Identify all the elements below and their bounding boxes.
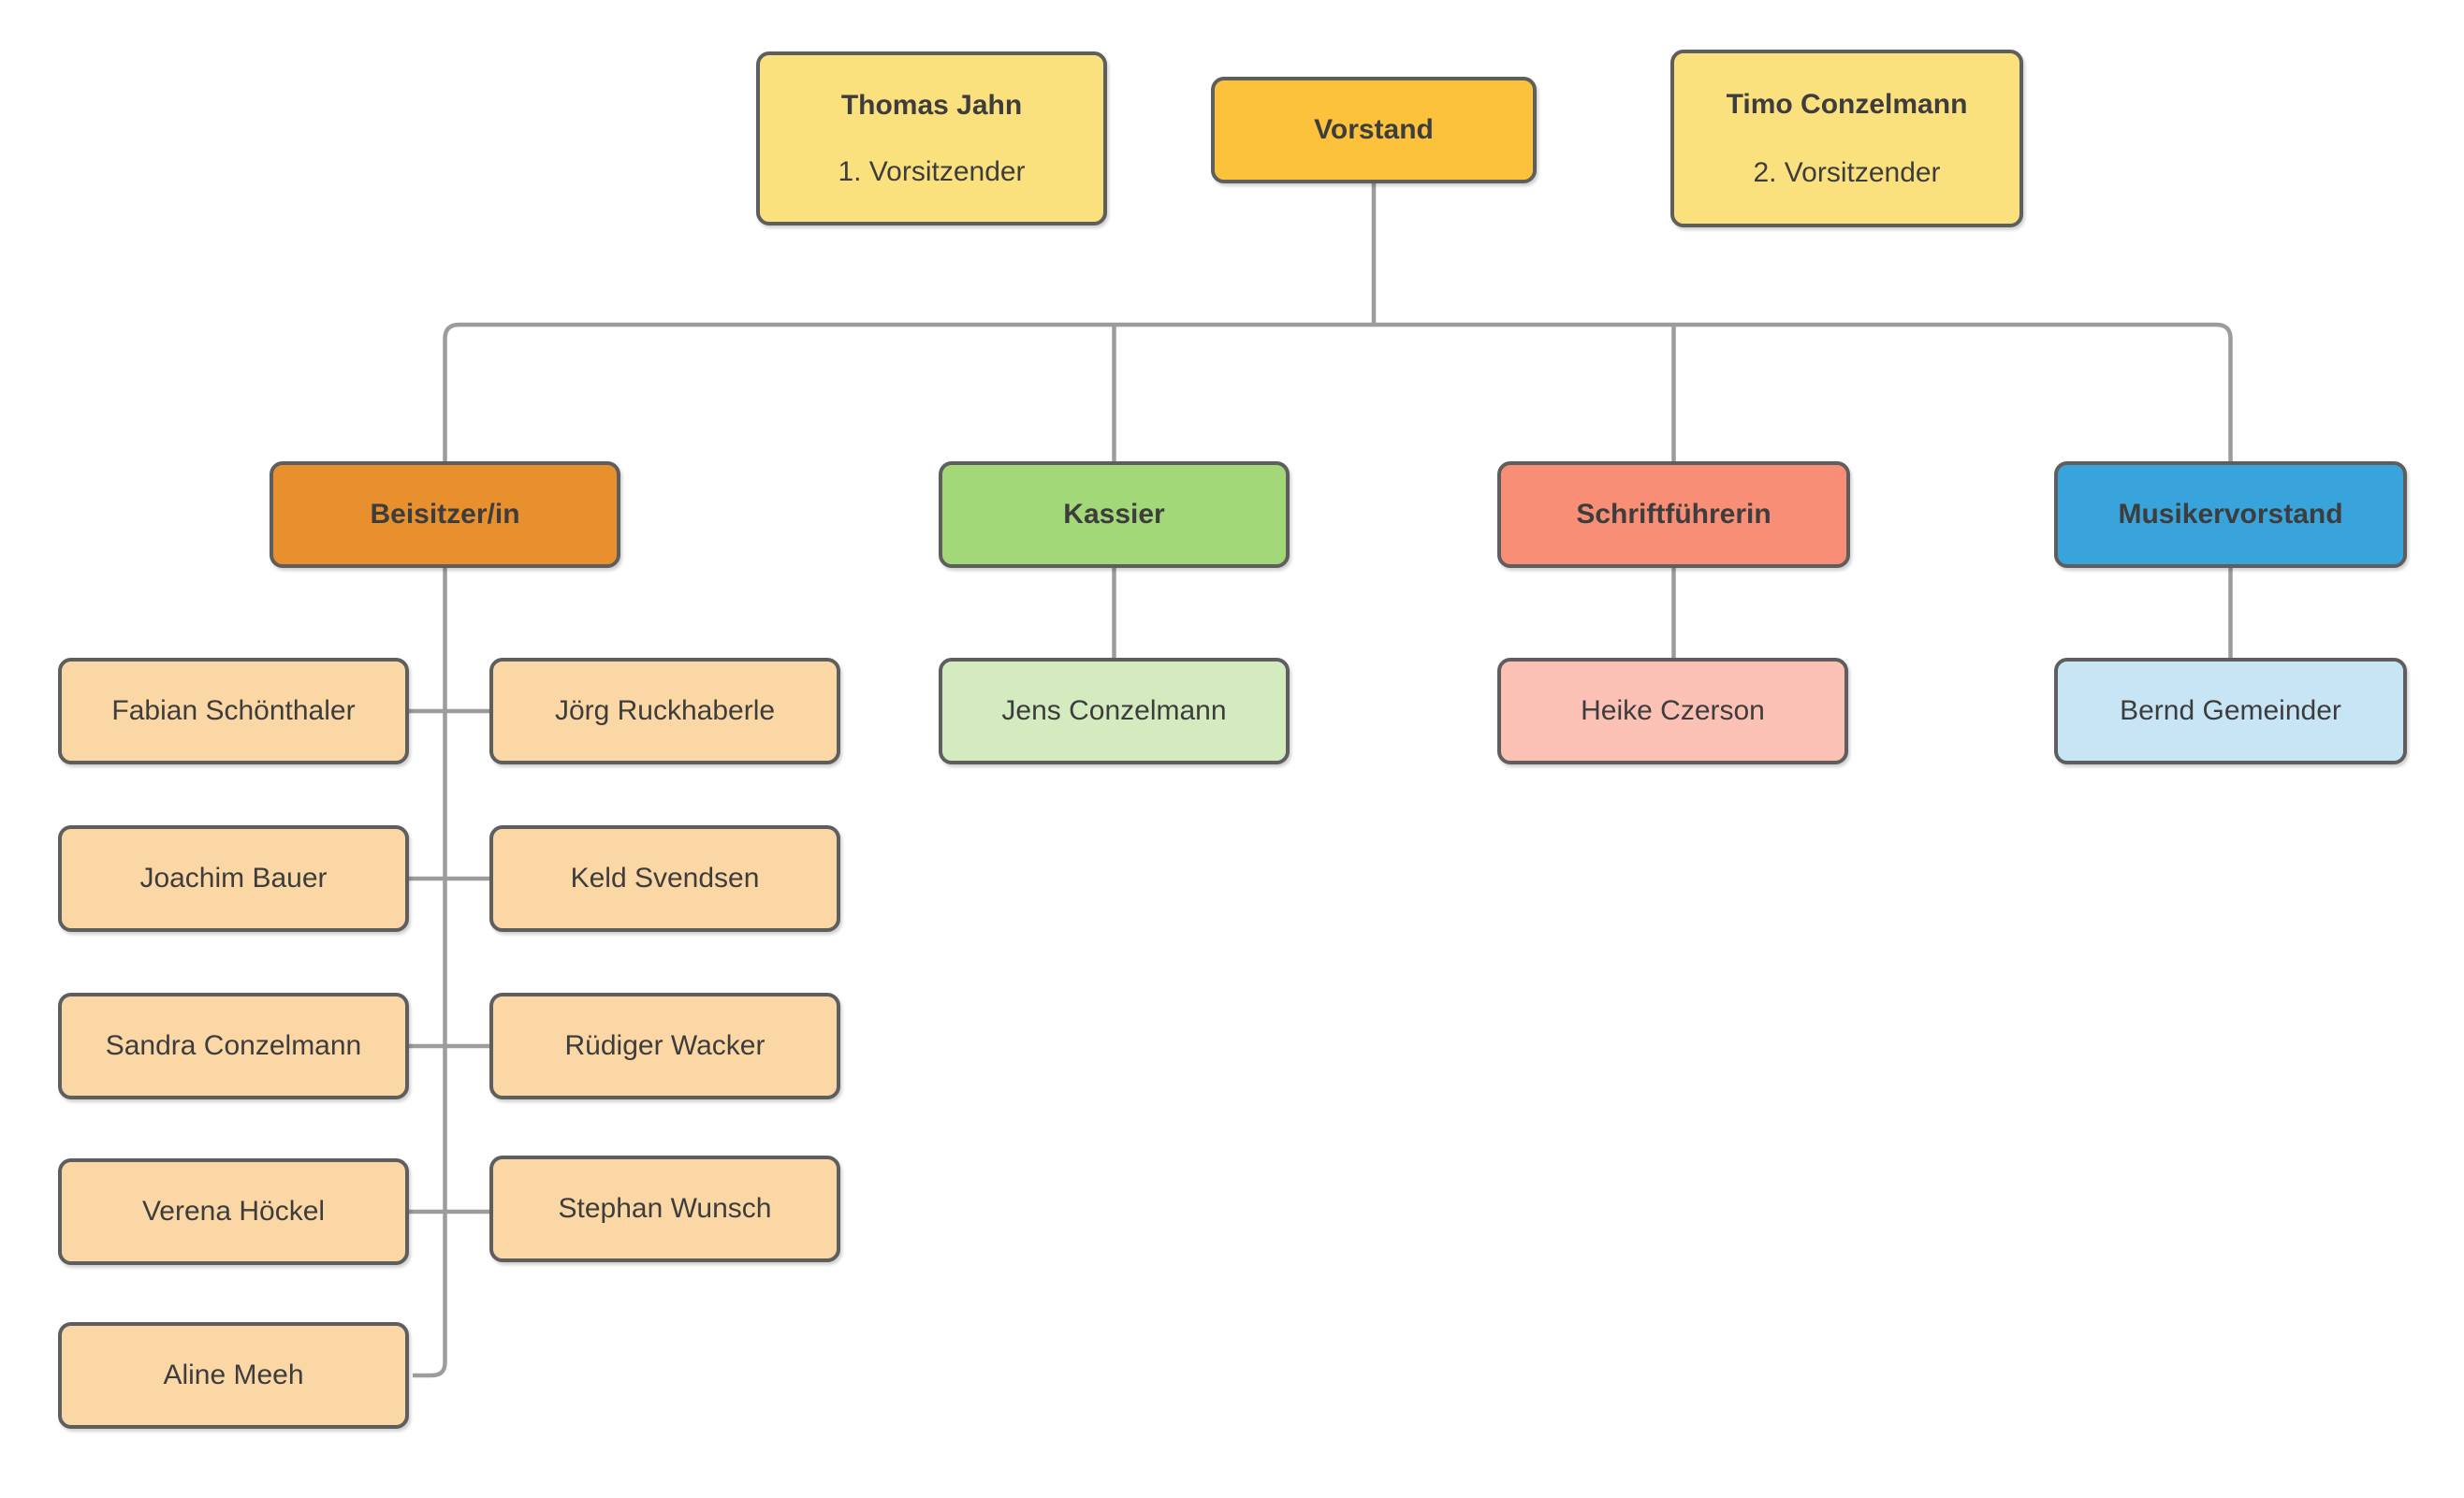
node-beisitzer: Beisitzer/in [270,461,620,568]
node-member-beisitzer: Keld Svendsen [489,825,840,932]
member-name: Stephan Wunsch [558,1193,772,1225]
node-musikervorstand: Musikervorstand [2054,461,2407,568]
vorstand-label: Vorstand [1314,114,1434,146]
member-name: Heike Czerson [1581,695,1765,727]
node-member-kassier: Jens Conzelmann [939,658,1290,764]
node-member-beisitzer: Aline Meeh [58,1322,409,1429]
connector-rail [443,322,2233,461]
member-name: Keld Svendsen [570,863,760,894]
kassier-label: Kassier [1063,499,1165,531]
chairman-first-role: 1. Vorsitzender [838,155,1026,187]
member-name: Aline Meeh [163,1360,304,1391]
node-member-beisitzer: Joachim Bauer [58,825,409,932]
chairman-second-name: Timo Conzelmann [1726,88,1968,120]
node-member-beisitzer: Stephan Wunsch [489,1156,840,1262]
node-vorstand: Vorstand [1211,77,1537,183]
node-member-beisitzer: Sandra Conzelmann [58,993,409,1099]
musikervorstand-label: Musikervorstand [2118,499,2343,531]
node-member-schriftfuehrerin: Heike Czerson [1497,658,1848,764]
node-member-beisitzer: Fabian Schönthaler [58,658,409,764]
member-name: Joachim Bauer [139,863,328,894]
node-kassier: Kassier [939,461,1290,568]
node-member-musikervorstand: Bernd Gemeinder [2054,658,2407,764]
node-chairman-second: Timo Conzelmann 2. Vorsitzender [1670,50,2023,227]
member-name: Verena Höckel [141,1196,326,1228]
node-schriftfuehrerin: Schriftführerin [1497,461,1850,568]
member-name: Jörg Ruckhaberle [554,695,776,727]
schriftfuehrerin-label: Schriftführerin [1576,499,1771,531]
chairman-second-role: 2. Vorsitzender [1753,156,1941,188]
chairman-first-name: Thomas Jahn [840,89,1023,121]
connector-beisitzer-spine [413,568,447,1378]
node-chairman-first: Thomas Jahn 1. Vorsitzender [756,51,1107,225]
node-member-beisitzer: Rüdiger Wacker [489,993,840,1099]
node-member-beisitzer: Jörg Ruckhaberle [489,658,840,764]
member-name: Sandra Conzelmann [105,1030,362,1062]
node-member-beisitzer: Verena Höckel [58,1158,409,1265]
member-name: Bernd Gemeinder [2120,695,2341,727]
member-name: Fabian Schönthaler [111,695,356,727]
member-name: Jens Conzelmann [1001,695,1227,727]
member-name: Rüdiger Wacker [564,1030,765,1062]
beisitzer-label: Beisitzer/in [370,499,520,531]
